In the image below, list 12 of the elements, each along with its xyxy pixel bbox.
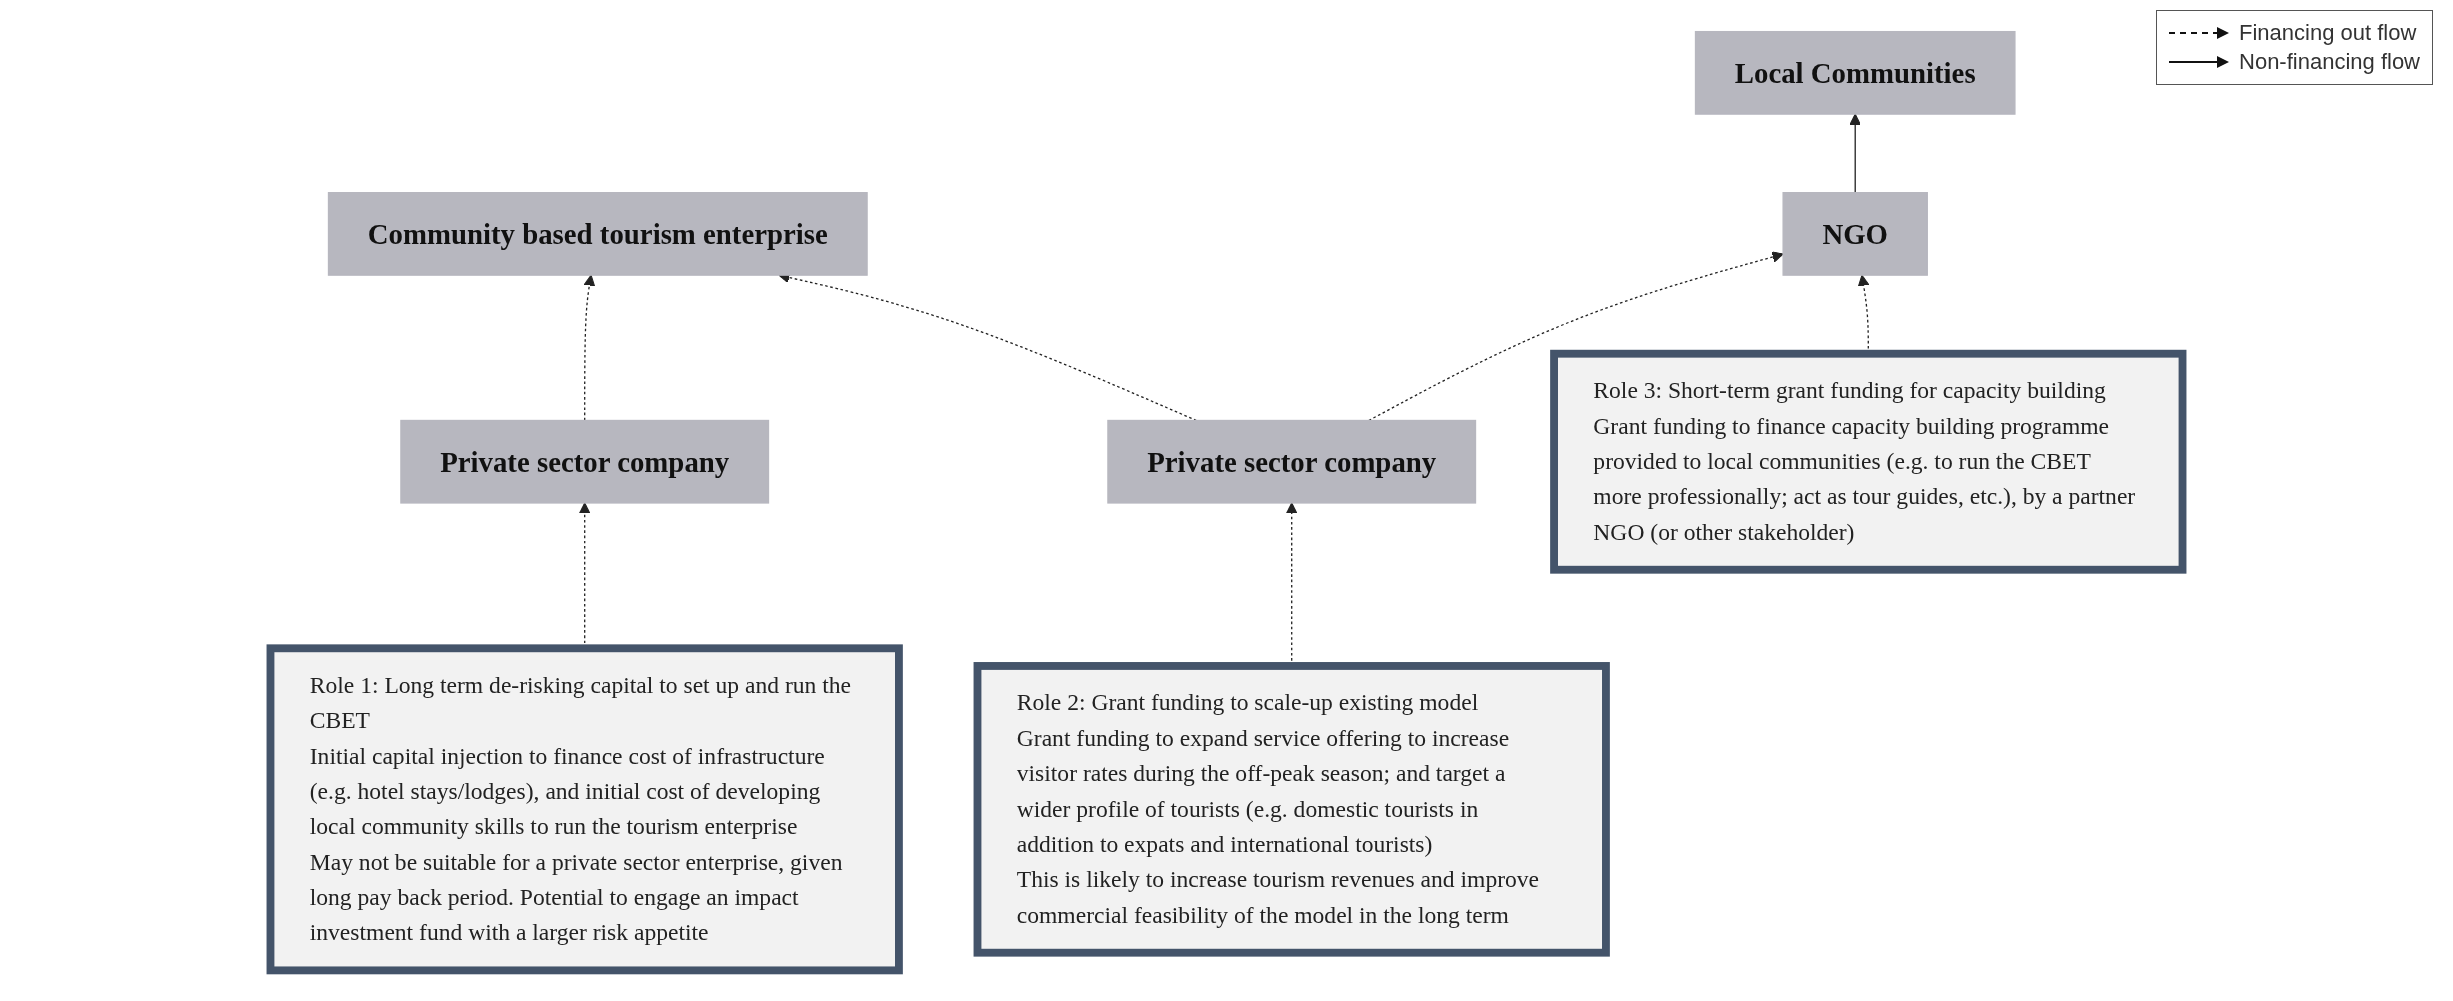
- node-box: Community based tourism enterprise: [327, 191, 868, 276]
- legend-text: Non-financing flow: [2239, 49, 2420, 75]
- arrow: [1849, 113, 1861, 193]
- node-box: Role 3: Short-term grant funding for capacity building Grant funding to finance capacity building programme provided to local communities (e.g. to run the CBET more professionally; act as tour guides, etc.), by a partner NGO (or other stakeholder): [1550, 349, 2187, 574]
- node-box: NGO: [1782, 191, 1928, 276]
- node-box: Private sector company: [1107, 419, 1477, 504]
- node-box: Role 2: Grant funding to scale-up existing model Grant funding to expand service offering to increase visitor rates during the off-peak season; and target a wider profile of tourists (e.g. domestic tourists in addition to expats and international tourists) This is likely to increase tourism revenues and improve commercial feasibility of the model in the long term: [973, 661, 1610, 957]
- node-box: Local Communities: [1694, 30, 2016, 115]
- legend-text: Financing out flow: [2239, 20, 2417, 46]
- arrow: [583, 274, 596, 421]
- node-box: Private sector company: [400, 419, 770, 504]
- node-box: Role 1: Long term de-risking capital to set up and run the CBET Initial capital injection to finance cost of infrastructure (e.g. hotel stays/lodges), and initial cost of developing local community skills to run the tourism enterprise May not be suitable for a private sector enterprise, given long pay back period. Potential to engage an impact investment fund with a larger risk appetite: [266, 643, 903, 974]
